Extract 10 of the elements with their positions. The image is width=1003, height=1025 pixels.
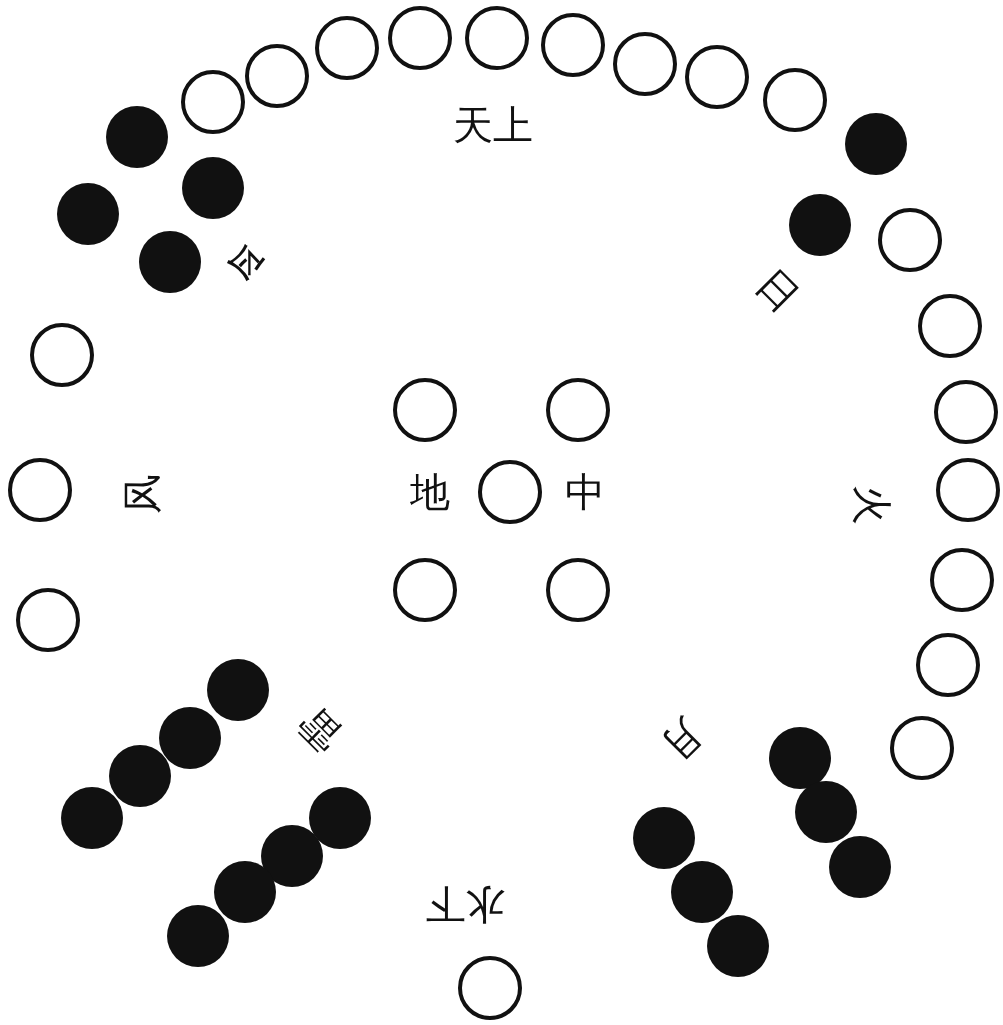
character-label: 日 [749,261,807,319]
character-label: 火 [852,485,892,525]
character-label: 水下 [425,885,505,925]
character-label: 中 [565,472,605,512]
character-label: 令 [225,242,265,282]
character-label: 天上 [453,105,533,145]
character-label: 月 [654,711,712,769]
character-label: 风 [122,474,162,514]
character-label: 雷 [291,701,349,759]
character-label: 地 [410,472,450,512]
